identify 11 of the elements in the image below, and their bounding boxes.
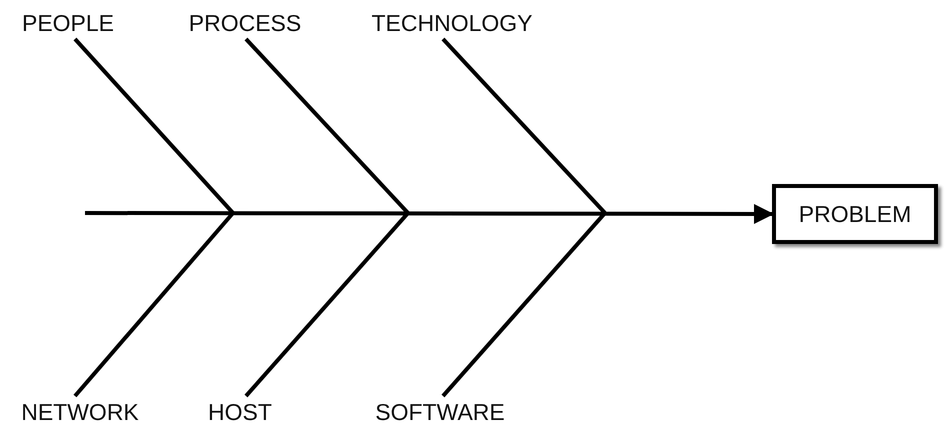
cause-label: PROCESS: [188, 10, 302, 36]
bone-line: [244, 38, 410, 214]
cause-label: NETWORK: [21, 399, 139, 425]
bone-line: [442, 38, 606, 214]
cause-label: HOST: [208, 399, 272, 425]
cause-label: TECHNOLOGY: [371, 10, 533, 36]
effect-box: PROBLEM: [772, 184, 938, 244]
bone-line: [74, 38, 234, 214]
cause-label: PEOPLE: [22, 10, 114, 36]
spine-arrow: [85, 204, 774, 224]
cause-label: SOFTWARE: [375, 399, 505, 425]
